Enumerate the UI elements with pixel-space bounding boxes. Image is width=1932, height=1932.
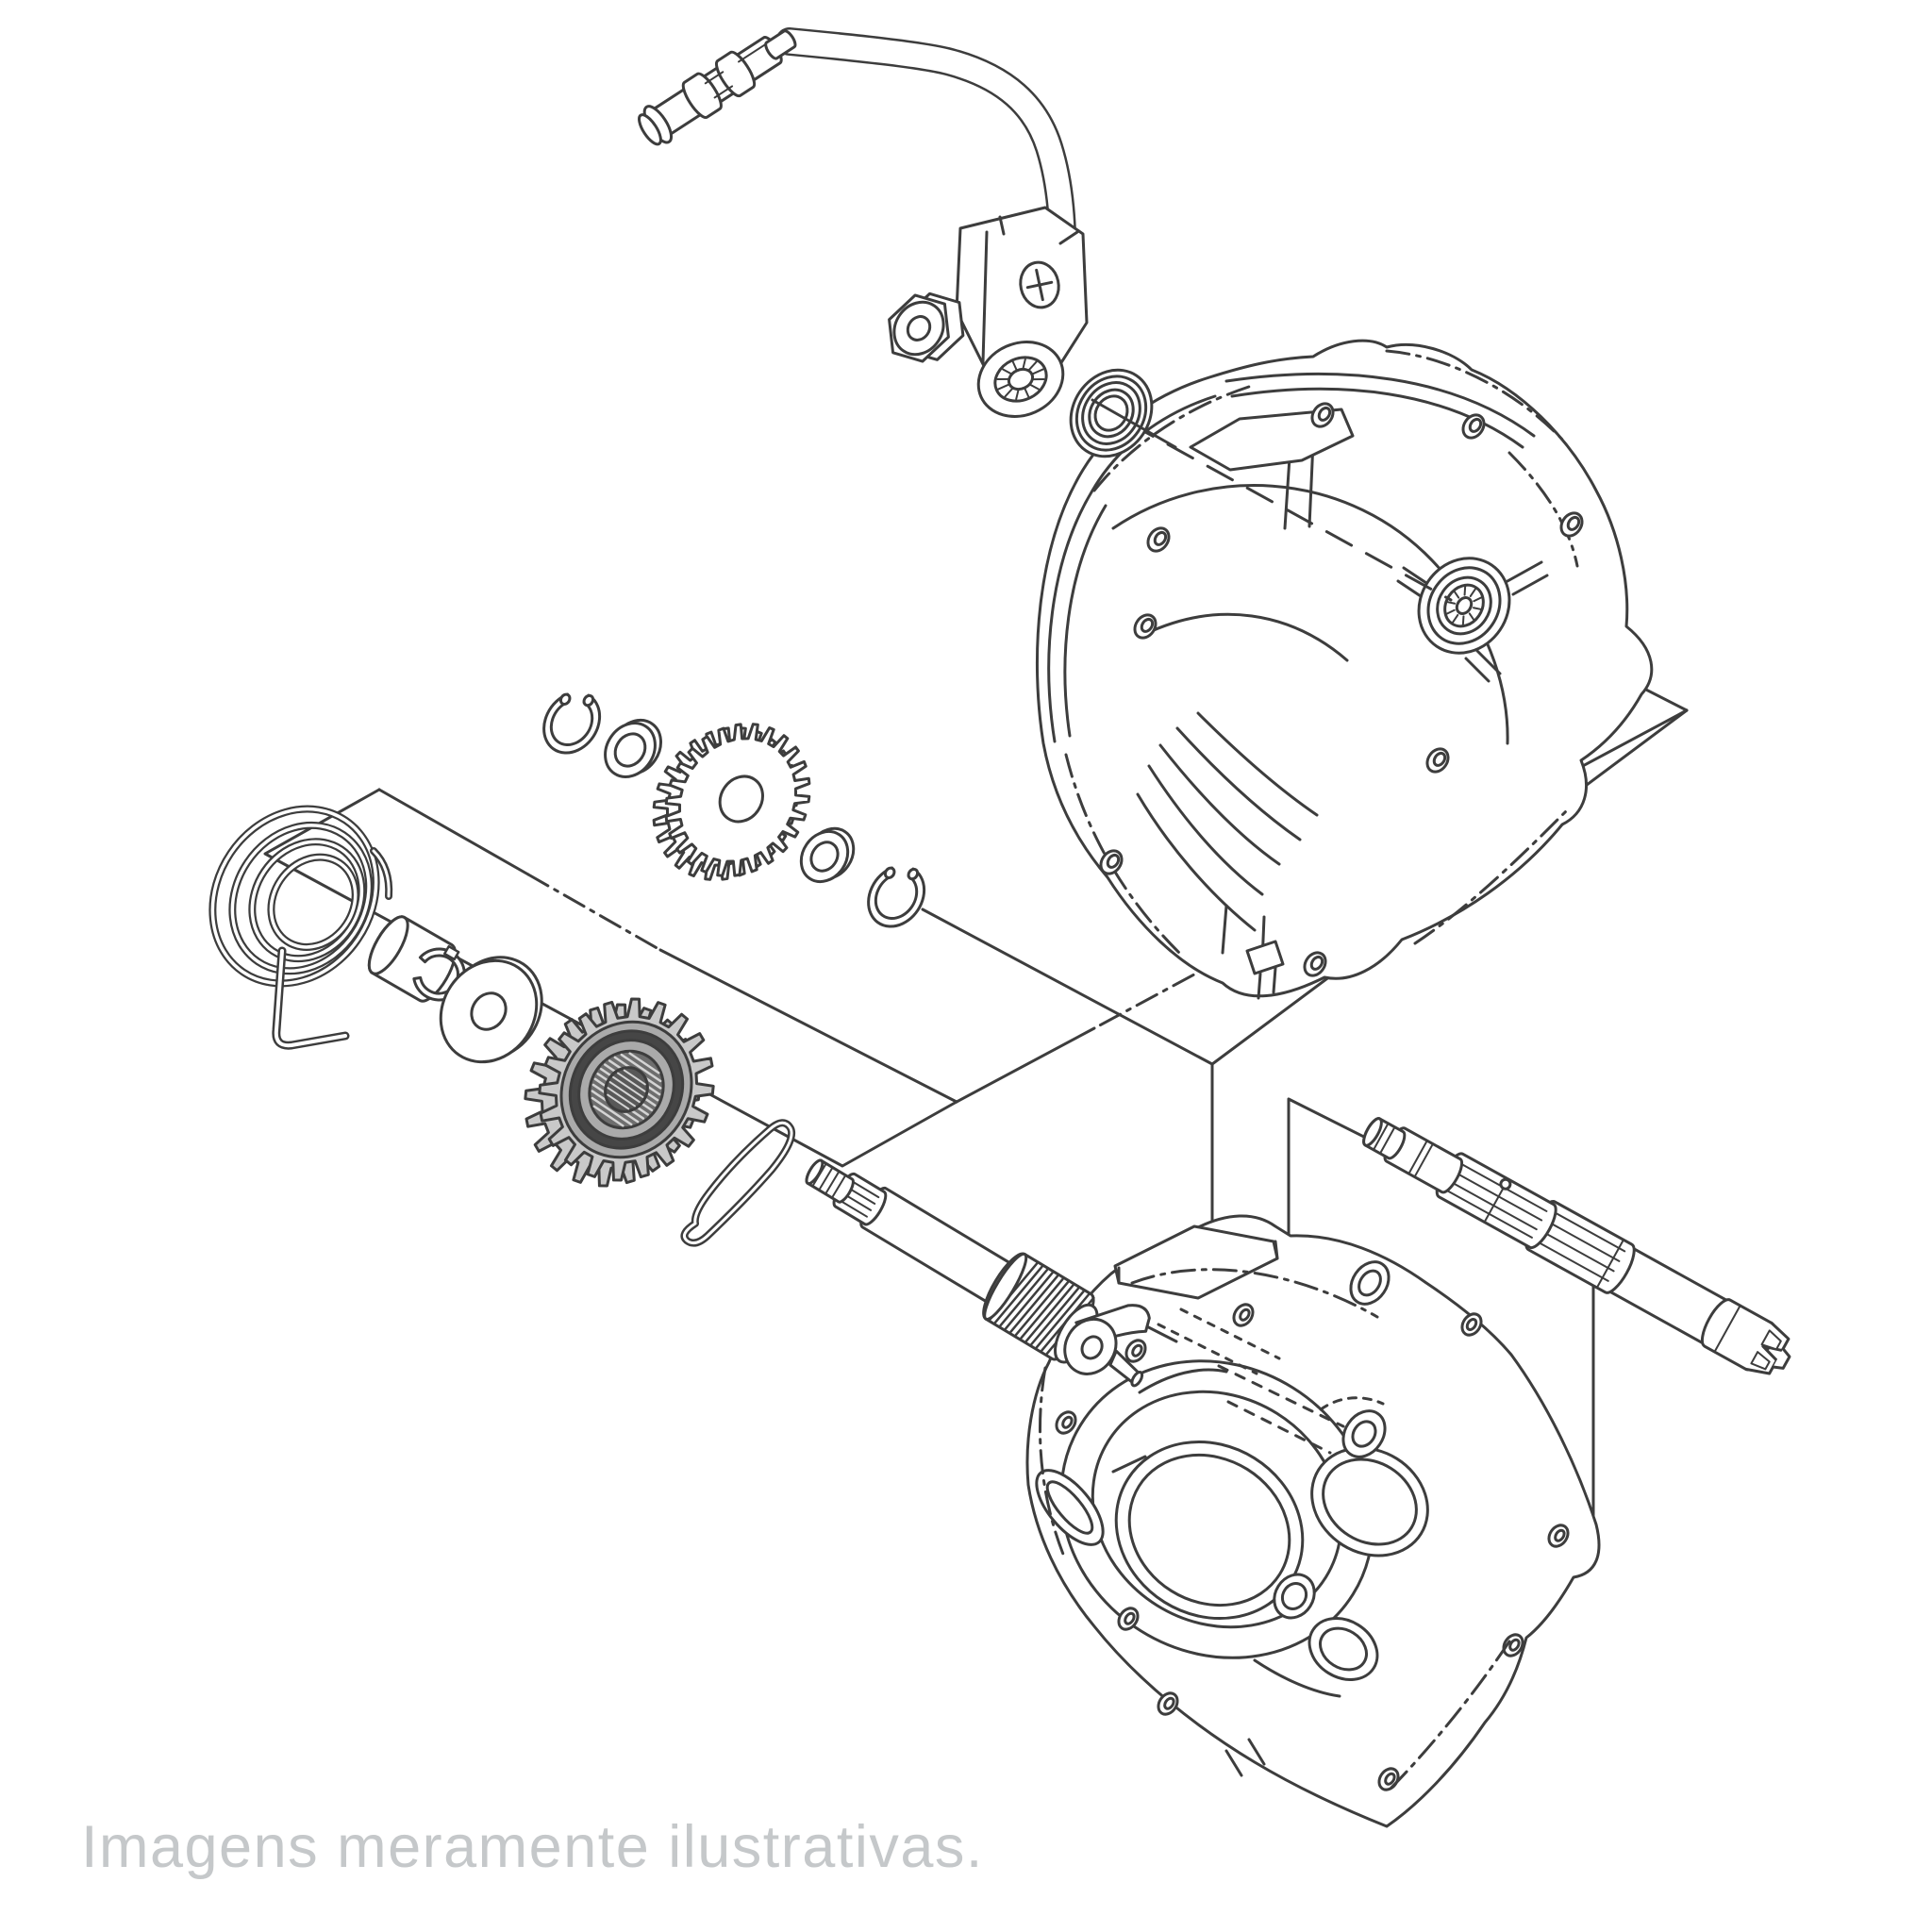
kick-idler-gear [637, 696, 839, 904]
return-spring [179, 777, 409, 1015]
lever-pivot-collar [967, 329, 1075, 430]
kick-lever-group [633, 20, 1175, 473]
bolt-hole [1500, 1631, 1526, 1659]
main-bore [1083, 1407, 1336, 1654]
oil-seal [1055, 355, 1169, 473]
bolt-hole [1130, 611, 1159, 642]
bolt-hole [1096, 847, 1125, 878]
bolt-hole [1230, 1301, 1257, 1329]
bolt-hole [1123, 1337, 1149, 1365]
lower-bore [1298, 1606, 1389, 1691]
spring-guide-collar [361, 911, 476, 1015]
bolt-hole [1423, 745, 1452, 776]
crankcase-half [1005, 1216, 1599, 1826]
bolt-hole [1307, 400, 1337, 431]
kick-pedal [633, 20, 804, 151]
bolt-hole [1143, 525, 1173, 556]
slot-lug [1024, 1459, 1114, 1556]
ratchet-gear [505, 965, 748, 1214]
guide-clip [405, 937, 475, 1009]
top-bolt [1458, 1310, 1485, 1339]
bolt-hole [1458, 411, 1488, 442]
kick-shaft [791, 1124, 1174, 1404]
washer-outer [595, 708, 671, 788]
bolt-hole [1053, 1408, 1079, 1437]
bolt-hole [1155, 1690, 1181, 1718]
flange-nut [875, 275, 977, 380]
bolt-hole [1557, 509, 1586, 541]
kick-bore-boss [1335, 1403, 1393, 1464]
bolt-hole [1545, 1522, 1572, 1550]
circlip-outer [533, 681, 612, 764]
small-bore [1266, 1567, 1322, 1625]
phillips-screw [1016, 258, 1062, 310]
snap-ring-row [533, 681, 937, 938]
callout-plane-kick-group [265, 790, 957, 1166]
transmission-shaft [1355, 1106, 1800, 1386]
bolt-hole [1115, 1605, 1141, 1633]
clutch-cover [1037, 341, 1651, 998]
filler-plug [1343, 1255, 1397, 1311]
bearing-boss [1401, 541, 1527, 671]
watermark-text: Imagens meramente ilustrativas. [81, 1814, 984, 1880]
side-bore [1291, 1426, 1448, 1576]
circlip-inner [858, 855, 937, 938]
bolt-hole [1300, 949, 1329, 980]
washer-inner [791, 818, 862, 892]
bolt-hole [1375, 1765, 1402, 1793]
friction-clip [684, 1123, 791, 1242]
kick-shaft-row [179, 777, 1173, 1404]
thrust-washer [422, 938, 561, 1082]
